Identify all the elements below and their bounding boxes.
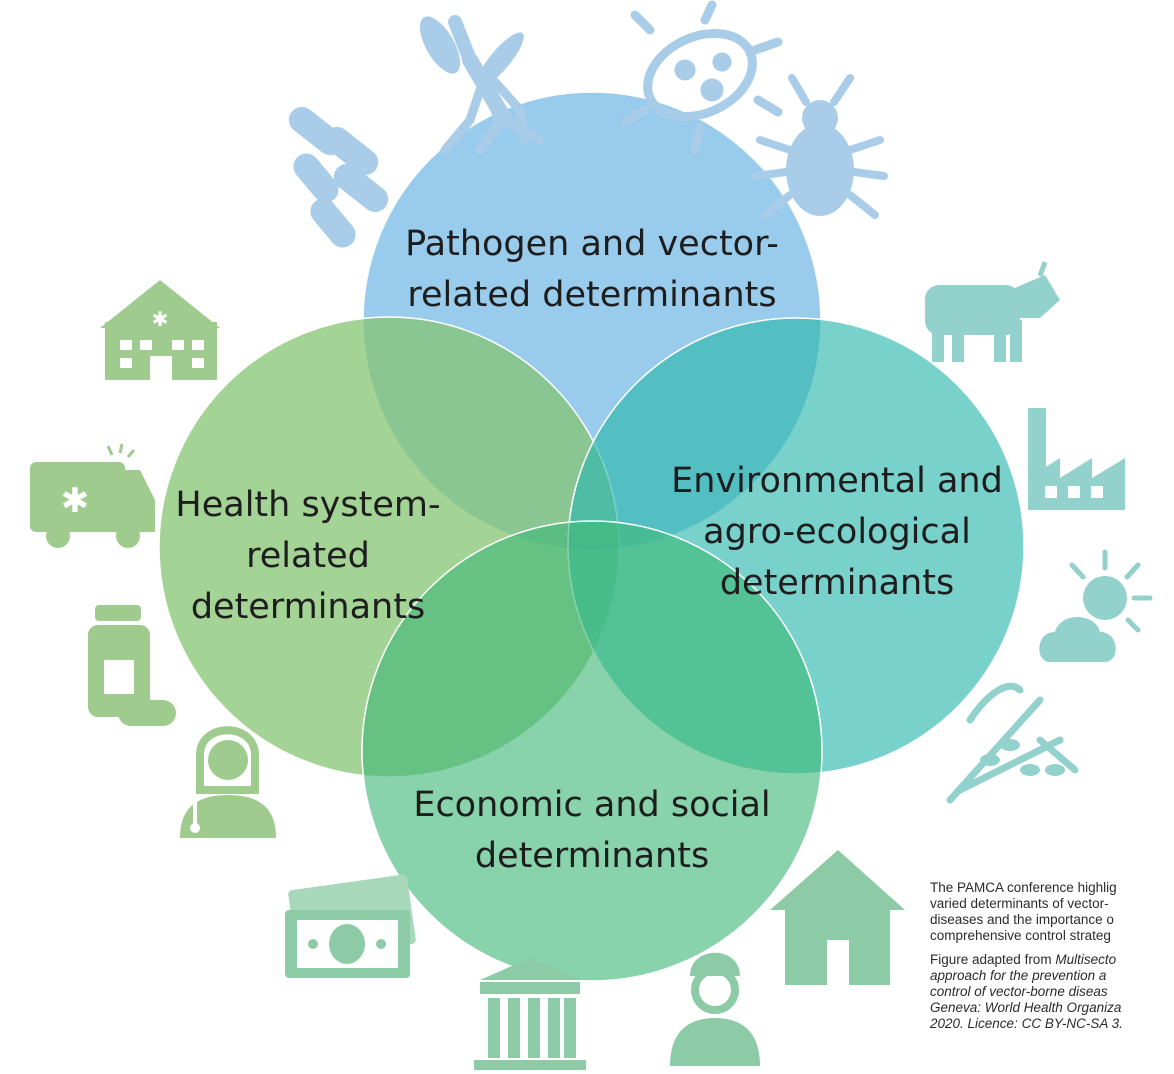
svg-text:✱: ✱ — [61, 481, 90, 521]
hospital-icon: ✱ — [100, 280, 220, 380]
worker-icon — [670, 952, 760, 1066]
caption-line: varied determinants of vector- — [930, 896, 1109, 911]
circle-economic — [361, 520, 823, 982]
caption-line: comprehensive control strateg — [930, 928, 1111, 943]
source-line: control of vector-borne diseas — [930, 984, 1108, 999]
doctor-icon — [180, 726, 276, 838]
house-icon — [770, 850, 905, 985]
source-line: Geneva: World Health Organiza — [930, 1000, 1122, 1015]
source-line: approach for the prevention a — [930, 968, 1107, 983]
bacilli-icon — [288, 106, 389, 248]
bank-icon — [474, 958, 586, 1070]
money-icon — [285, 874, 416, 978]
bug-icon — [752, 74, 888, 219]
source-line: Multisecto — [1055, 952, 1117, 967]
label-health: Health system- related determinants — [175, 485, 441, 627]
bacterium-icon — [620, 0, 783, 155]
figure-caption: The PAMCA conference highlig varied dete… — [930, 880, 1174, 1040]
medicine-icon — [88, 605, 176, 726]
caption-source: Figure adapted from Multisecto approach … — [930, 952, 1174, 1032]
label-environment: Environmental and agro-ecological determ… — [671, 461, 1003, 603]
caption-line: diseases and the importance o — [930, 912, 1114, 927]
svg-text:✱: ✱ — [152, 307, 169, 331]
cow-icon — [925, 261, 1060, 362]
ambulance-icon: ✱ — [30, 443, 155, 548]
caption-main: The PAMCA conference highlig varied dete… — [930, 880, 1174, 944]
label-economic: Economic and social determinants — [413, 785, 771, 876]
source-prefix: Figure adapted from — [930, 952, 1056, 967]
weather-icon — [1039, 549, 1153, 662]
mosquito-icon — [419, 15, 545, 155]
crop-icon — [946, 682, 1079, 804]
source-line: 2020. Licence: CC BY-NC-SA 3. — [930, 1016, 1123, 1031]
factory-icon — [1028, 408, 1125, 510]
caption-line: The PAMCA conference highlig — [930, 880, 1117, 895]
label-pathogen: Pathogen and vector- related determinant… — [405, 224, 779, 315]
